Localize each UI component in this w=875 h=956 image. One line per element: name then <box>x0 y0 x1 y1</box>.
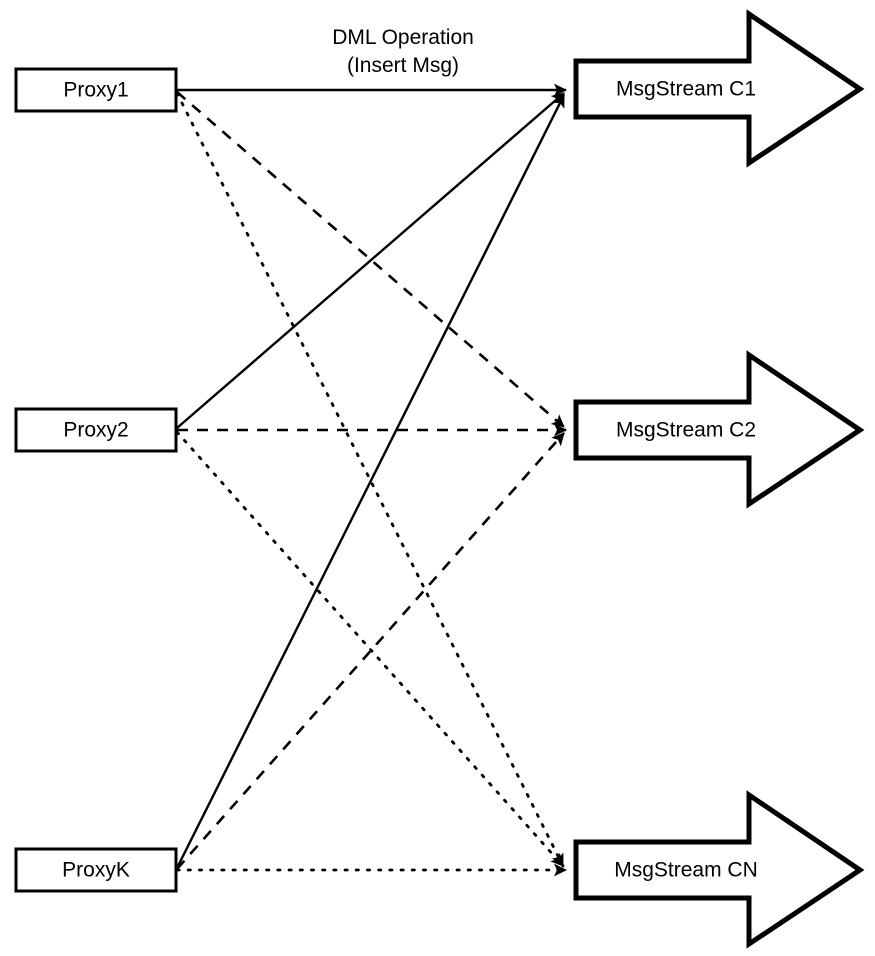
edge-group-proxy2 <box>175 92 567 868</box>
proxy-node-proxy1[interactable]: Proxy1 <box>14 67 178 113</box>
edge-label-line-2: (Insert Msg) <box>347 54 459 77</box>
edge-proxy2-to-stream-cn <box>175 430 565 868</box>
proxy2-label: Proxy2 <box>63 419 128 442</box>
proxy-node-proxyk[interactable]: ProxyK <box>14 847 178 893</box>
stream-c2-label: MsgStream C2 <box>616 419 756 442</box>
stream-cn-arrow-shape[interactable] <box>573 790 865 949</box>
edge-proxy2-to-stream-c1 <box>176 92 565 429</box>
proxy1-label: Proxy1 <box>63 79 128 102</box>
stream-cn-label: MsgStream CN <box>614 859 758 882</box>
proxy1-box[interactable] <box>14 67 178 113</box>
edge-group-proxyk <box>175 94 568 877</box>
stream-c2-arrow-shape[interactable] <box>573 350 865 509</box>
edge-label-dml-operation: DML Operation (Insert Msg) <box>332 26 474 77</box>
stream-node-c2[interactable]: MsgStream C2 <box>573 350 865 509</box>
proxyk-label: ProxyK <box>62 859 130 882</box>
edge-proxy1-to-stream-cn <box>175 91 565 868</box>
stream-node-c1[interactable]: MsgStream C1 <box>573 9 865 168</box>
stream-c1-arrow-shape[interactable] <box>573 9 865 168</box>
proxyk-box[interactable] <box>14 847 178 893</box>
proxy-node-proxy2[interactable]: Proxy2 <box>14 407 178 453</box>
edge-proxy1-to-stream-c2 <box>176 91 565 428</box>
proxy2-box[interactable] <box>14 407 178 453</box>
edge-label-line-1: DML Operation <box>332 26 474 49</box>
edge-proxyk-to-stream-c2 <box>176 432 565 870</box>
stream-node-cn[interactable]: MsgStream CN <box>573 790 865 949</box>
edge-proxyk-to-stream-c1 <box>175 94 566 869</box>
edge-group-proxy1 <box>175 83 567 868</box>
stream-c1-label: MsgStream C1 <box>616 78 756 101</box>
